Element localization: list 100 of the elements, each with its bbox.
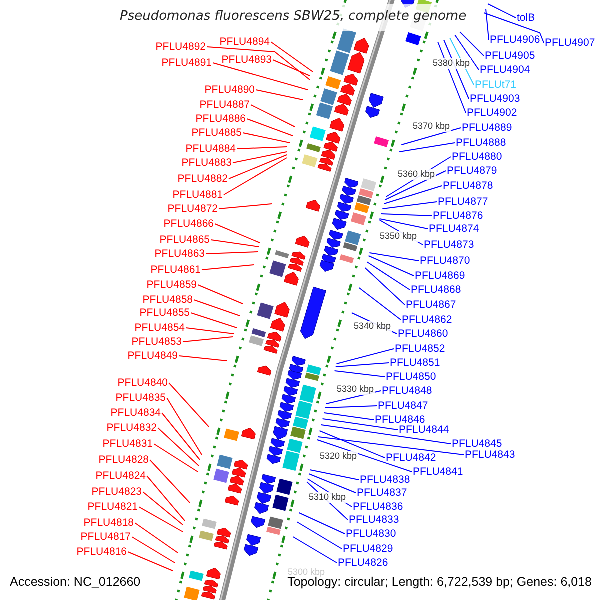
- leader-line: [292, 536, 338, 564]
- gene-label: PFLU4853: [132, 336, 182, 348]
- gene-label: PFLU4840: [118, 377, 168, 389]
- gene-label: PFLU4888: [456, 137, 506, 149]
- gene-label: PFLU4844: [399, 424, 450, 436]
- leader-line: [158, 428, 200, 466]
- gene-label: PFLU4828: [98, 454, 149, 466]
- gene-label: PFLU4903: [470, 93, 520, 105]
- leader-line: [382, 202, 438, 210]
- leader-line: [210, 240, 260, 248]
- leader-line: [379, 218, 428, 230]
- position-label: 5360 kbp: [397, 169, 436, 180]
- position-label: 5380 kbp: [432, 58, 472, 69]
- leader-line: [206, 46, 310, 80]
- gene-label: PFLU4834: [110, 407, 161, 419]
- gene-label: PFLU4868: [411, 284, 462, 296]
- leader-line: [134, 522, 178, 554]
- gene-label: PFLU4851: [390, 357, 440, 369]
- gene-label: PFLU4833: [349, 514, 400, 526]
- gene-label: PFLU4862: [402, 314, 452, 326]
- leader-line: [380, 214, 432, 216]
- leader-line: [358, 288, 402, 320]
- leader-line: [206, 252, 258, 254]
- leader-line: [334, 370, 386, 378]
- gene-label: PFLU4838: [360, 474, 410, 486]
- gene-label: PFLU4865: [160, 234, 210, 246]
- position-label: 5320 kbp: [319, 451, 358, 462]
- gene-label: PFLU4816: [76, 546, 127, 558]
- gene-label: PFLU4867: [406, 299, 456, 311]
- leader-line: [296, 522, 342, 550]
- gene-label: PFLU4874: [429, 223, 480, 235]
- gene-label: PFLU4847: [378, 400, 428, 412]
- gene-label: PFLU4881: [172, 189, 223, 201]
- gene-label: PFLU4884: [186, 143, 236, 155]
- gene-label: tolB: [517, 12, 536, 24]
- diagram-title: Pseudomonas fluorescens SBW25, complete genome: [120, 9, 467, 24]
- leader-line: [399, 142, 456, 152]
- gene-label: PFLU4872: [168, 203, 218, 215]
- gene-label: PFLU4885: [192, 127, 242, 139]
- position-label: 5350 kbp: [379, 231, 418, 242]
- leader-line: [384, 170, 446, 200]
- leader-line: [150, 460, 190, 504]
- leader-line: [318, 436, 464, 456]
- position-label: 5370 kbp: [412, 121, 452, 132]
- gene-label: PFLU4906: [490, 34, 540, 46]
- genome-stats-text: Topology: circular; Length: 6,722,539 bp; Genes: 6,018: [288, 575, 592, 590]
- gene-label: PFLU4904: [480, 64, 530, 76]
- gene-label: PFLU4837: [357, 487, 408, 499]
- gene-label: PFLU4855: [140, 307, 190, 319]
- gene-label: PFLU4830: [346, 528, 396, 540]
- gene-label: PFLU4832: [106, 422, 157, 434]
- leader-line: [364, 268, 406, 306]
- leader-line: [317, 440, 412, 472]
- gene-label: PFLU4859: [146, 279, 197, 291]
- gene-label: PFLU4880: [452, 151, 502, 163]
- gene-label: PFLU4887: [200, 99, 250, 111]
- leader-line: [320, 424, 452, 444]
- leader-line: [308, 474, 356, 494]
- leader-line: [384, 186, 442, 204]
- gene-label: PFLU4858: [142, 294, 193, 306]
- gene-label: PFLU4905: [485, 50, 536, 62]
- leader-line: [366, 262, 410, 290]
- gene-label: PFLU4890: [204, 84, 255, 96]
- gene-label: PFLU4894: [220, 36, 270, 48]
- leader-line: [162, 412, 200, 460]
- gene-label: PFLU4870: [420, 255, 470, 267]
- gene-label: PFLU4817: [80, 531, 131, 543]
- leader-line: [272, 60, 310, 76]
- gene-label: PFLU4878: [443, 180, 494, 192]
- leader-line: [190, 312, 238, 328]
- gene-label: PFLU4854: [134, 322, 185, 334]
- gene-label: PFLU4907: [545, 37, 596, 49]
- leader-line: [186, 328, 234, 334]
- leader-line: [454, 34, 480, 70]
- gene-label: PFLU4824: [96, 470, 146, 482]
- leader-line: [401, 128, 462, 146]
- leader-line: [166, 398, 202, 456]
- leader-line: [128, 552, 174, 572]
- gene-label: PFLU4879: [447, 165, 498, 177]
- leader-line: [242, 132, 290, 144]
- gene-label: PFLU4821: [88, 501, 138, 513]
- leader-line: [322, 418, 398, 430]
- gene-label: PFLU4877: [438, 196, 488, 208]
- gene-label: PFLU4891: [162, 57, 212, 69]
- leader-line: [212, 62, 308, 90]
- leader-line: [146, 476, 186, 522]
- gene-label: PFLU4843: [465, 449, 516, 461]
- gene-label: PFLU4886: [196, 113, 246, 125]
- gene-label: PFLU4882: [178, 173, 228, 185]
- gene-label: PFLU4889: [462, 122, 512, 134]
- leader-line: [270, 42, 314, 72]
- gene-label: PFLU4826: [338, 557, 388, 569]
- gene-label: PFLUt71: [475, 79, 516, 91]
- leader-line: [325, 406, 378, 408]
- position-label: 5340 kbp: [353, 321, 392, 332]
- gene-label: PFLU4860: [398, 328, 448, 340]
- gene-label: PFLU4876: [433, 210, 484, 222]
- leader-line: [182, 336, 234, 342]
- gene-label: PFLU4869: [415, 270, 466, 282]
- leader-line: [198, 284, 244, 304]
